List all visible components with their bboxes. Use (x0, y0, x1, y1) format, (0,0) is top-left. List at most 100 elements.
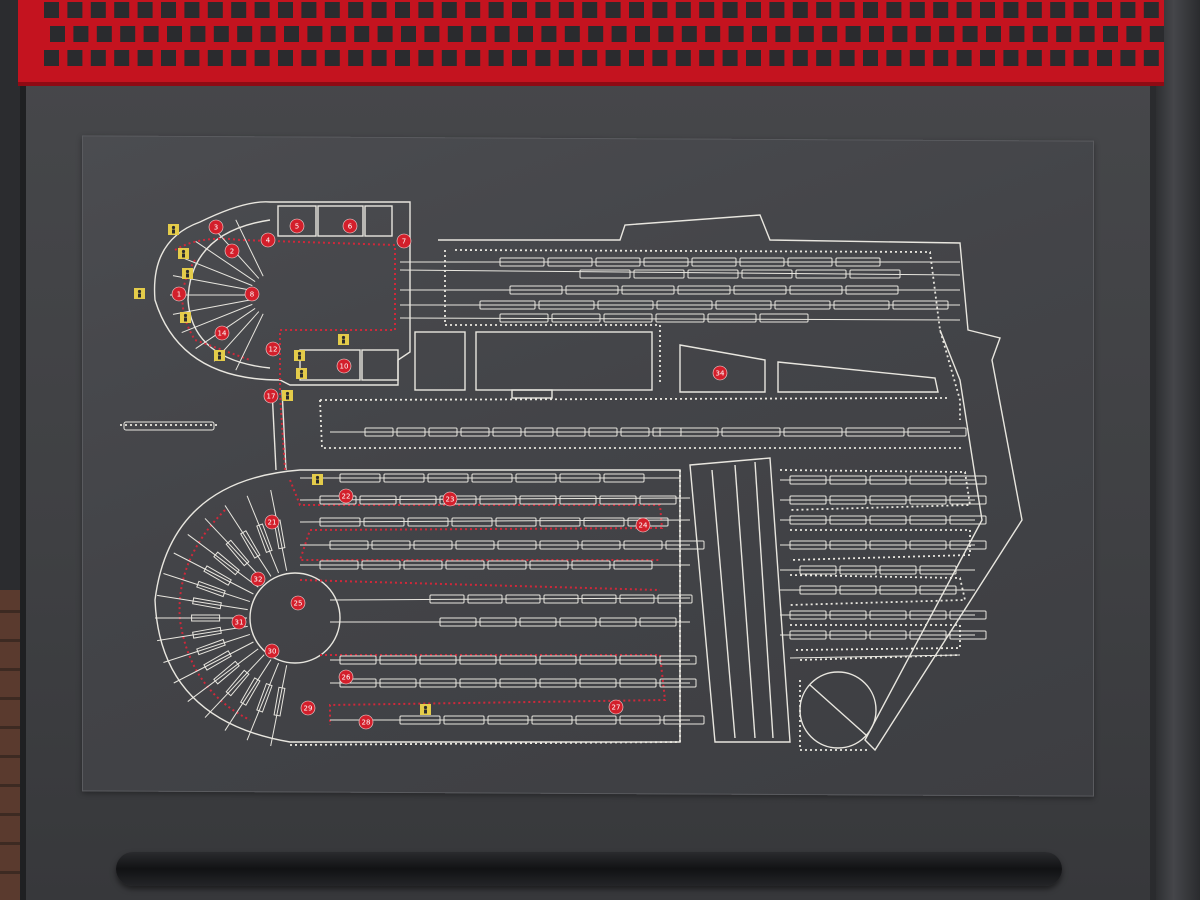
rail-vehicle (519, 495, 557, 505)
wheelchair-icon (312, 474, 323, 485)
locomotive-shape (273, 686, 286, 717)
marker-23[interactable]: 23 (442, 491, 458, 507)
rail-vehicle (789, 630, 827, 640)
marker-27[interactable]: 27 (608, 699, 624, 715)
rail-vehicle (581, 594, 617, 604)
rail-vehicle (479, 617, 517, 627)
rail-vehicle (529, 560, 569, 570)
rail-vehicle (319, 495, 357, 505)
marker-5[interactable]: 5 (289, 218, 305, 234)
rail-vehicle (359, 495, 397, 505)
locomotive-shape (256, 523, 273, 554)
rail-vehicle (845, 285, 899, 295)
rail-vehicle (829, 540, 867, 550)
marker-label: 10 (340, 363, 349, 371)
rail-vehicle (597, 300, 654, 310)
rail-vehicle (721, 427, 781, 437)
marker-21[interactable]: 21 (264, 514, 280, 530)
marker-34[interactable]: 34 (712, 365, 728, 381)
marker-label: 3 (214, 224, 218, 232)
rail-vehicle (403, 560, 443, 570)
rail-vehicle (364, 427, 394, 437)
rail-vehicle (531, 715, 573, 725)
rail-vehicle (515, 473, 557, 483)
restroom-icon (134, 288, 145, 299)
marker-22[interactable]: 22 (338, 488, 354, 504)
rail-vehicle (565, 285, 619, 295)
radial-track (270, 489, 288, 571)
marker-29[interactable]: 29 (300, 700, 316, 716)
restroom-icon (338, 334, 349, 345)
rail-vehicle (949, 630, 987, 640)
radial-track (246, 495, 280, 574)
rail-vehicle (396, 427, 426, 437)
rail-vehicle (869, 610, 907, 620)
rail-vehicle (620, 427, 650, 437)
marker-26[interactable]: 26 (338, 669, 354, 685)
marker-1[interactable]: 1 (171, 286, 187, 302)
marker-24[interactable]: 24 (635, 517, 651, 533)
rail-vehicle (741, 269, 793, 279)
locomotive-shape (240, 677, 261, 706)
marker-7[interactable]: 7 (396, 233, 412, 249)
marker-17[interactable]: 17 (263, 388, 279, 404)
rail-vehicle (909, 475, 947, 485)
marker-label: 22 (342, 493, 351, 501)
rail-vehicle (399, 495, 437, 505)
rail-vehicle (559, 495, 597, 505)
rail-track (299, 497, 691, 501)
rail-vehicle (621, 285, 675, 295)
rail-vehicle (639, 617, 677, 627)
rail-vehicle (789, 475, 827, 485)
transfer-table (689, 457, 791, 743)
marker-28[interactable]: 28 (358, 714, 374, 730)
marker-label: 21 (268, 519, 277, 527)
rail-vehicle (643, 257, 689, 267)
marker-label: 25 (294, 600, 303, 608)
rail-vehicle (556, 427, 586, 437)
marker-14[interactable]: 14 (214, 325, 230, 341)
rail-vehicle (829, 630, 867, 640)
rail-vehicle (329, 540, 369, 550)
locomotive-shape (256, 682, 273, 713)
marker-30[interactable]: 30 (264, 643, 280, 659)
marker-8[interactable]: 8 (244, 286, 260, 302)
marker-2[interactable]: 2 (224, 243, 240, 259)
rail-vehicle (559, 617, 597, 627)
rail-vehicle (499, 313, 549, 323)
rail-vehicle (539, 540, 579, 550)
rail-vehicle (919, 585, 957, 595)
locomotive-shape (191, 614, 221, 622)
rail-vehicle (579, 655, 617, 665)
rail-vehicle (413, 540, 453, 550)
radial-track (181, 303, 253, 334)
radial-track (173, 641, 254, 684)
marker-3[interactable]: 3 (208, 219, 224, 235)
roundhouse-semicircle (154, 469, 681, 743)
rail-vehicle (799, 565, 837, 575)
rail-vehicle (829, 610, 867, 620)
rail-vehicle (539, 678, 577, 688)
marker-10[interactable]: 10 (336, 358, 352, 374)
rail-vehicle (467, 594, 503, 604)
marker-25[interactable]: 25 (290, 595, 306, 611)
marker-label: 23 (446, 496, 455, 504)
rail-vehicle (909, 515, 947, 525)
rail-vehicle (733, 285, 787, 295)
rail-vehicle (492, 427, 522, 437)
marker-32[interactable]: 32 (250, 571, 266, 587)
red-tour-route (174, 237, 396, 471)
rail-vehicle (845, 427, 905, 437)
rail-vehicle (538, 300, 595, 310)
radial-track (181, 256, 253, 287)
rail-track (329, 597, 691, 601)
marker-4[interactable]: 4 (260, 232, 276, 248)
rail-vehicle (835, 257, 881, 267)
marker-12[interactable]: 12 (265, 341, 281, 357)
rail-vehicle (879, 565, 917, 575)
rail-track (399, 269, 961, 276)
marker-6[interactable]: 6 (342, 218, 358, 234)
locomotive-shape (213, 551, 240, 576)
radial-track (204, 654, 265, 718)
marker-31[interactable]: 31 (231, 614, 247, 630)
